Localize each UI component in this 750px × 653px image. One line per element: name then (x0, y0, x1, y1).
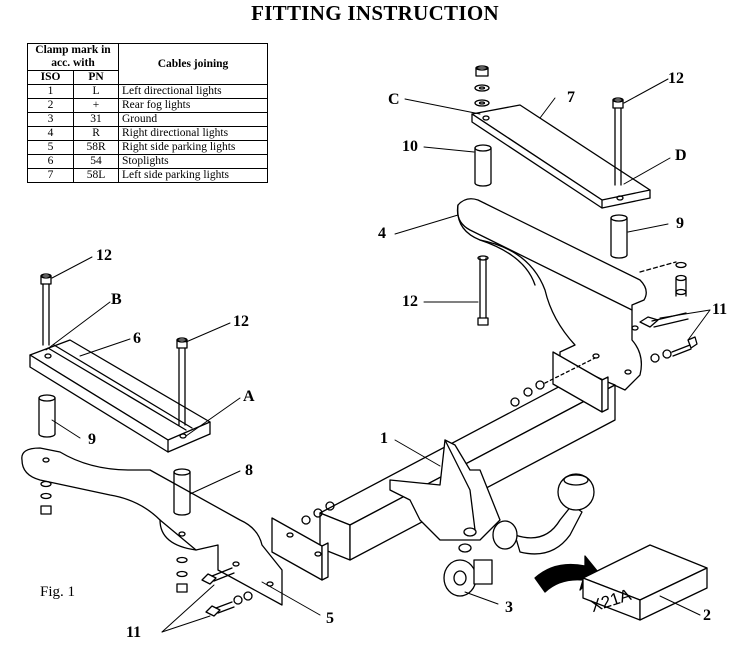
label-6: 6 (133, 330, 141, 347)
label-1: 1 (380, 430, 388, 447)
bottom-nuts-stack (176, 556, 188, 593)
leader-lines (45, 78, 711, 633)
label-9-left: 9 (88, 431, 96, 448)
label-8: 8 (245, 462, 253, 479)
label-10: 10 (402, 138, 418, 155)
left-nuts-stack (40, 480, 52, 515)
cable-joining-table: Clamp mark in acc. with Cables joining I… (26, 43, 268, 183)
label-12-middle-left: 12 (233, 313, 249, 330)
bracket-5-left (21, 447, 283, 606)
label-2: 2 (703, 607, 711, 624)
plate-7-right (471, 104, 651, 209)
right-bolt-stack-nuts (474, 65, 490, 107)
bolt-12-top-right (612, 97, 624, 186)
bolt-12-center (477, 255, 489, 326)
figure-caption: Fig. 1 (40, 584, 76, 600)
label-12-top-right: 12 (668, 70, 684, 87)
pn-header: PN (73, 70, 119, 85)
bolt-12-middle-left (176, 337, 188, 426)
spacer-9-right (610, 214, 628, 259)
label-3: 3 (505, 599, 513, 616)
label-b: B (111, 291, 122, 308)
label-5: 5 (326, 610, 334, 627)
label-11-right: 11 (712, 301, 728, 318)
crossbar-left-nuts (301, 501, 335, 525)
electrical-socket-3 (443, 527, 493, 597)
spacer-8 (173, 468, 191, 516)
ball-hitch-assembly (389, 439, 595, 555)
bolts-11-left (201, 567, 253, 617)
spacer-9-left (38, 394, 56, 438)
label-11-left: 11 (126, 624, 142, 641)
label-a: A (243, 388, 255, 405)
label-9-right: 9 (676, 215, 684, 232)
bolt-12-left (40, 273, 52, 346)
crossbar-right-nuts (510, 357, 596, 407)
box-2 (582, 544, 708, 621)
label-12-center: 12 (402, 293, 418, 310)
label-12-left: 12 (96, 247, 112, 264)
label-c: C (388, 91, 400, 108)
cables-joining-header: Cables joining (118, 43, 268, 85)
clamp-mark-header: Clamp mark in acc. with (27, 43, 119, 71)
right-nuts-stack (639, 261, 687, 297)
label-7: 7 (567, 89, 575, 106)
label-d: D (675, 147, 687, 164)
plate-6-left (29, 339, 211, 453)
label-4: 4 (378, 225, 386, 242)
page-title: FITTING INSTRUCTION (251, 1, 499, 25)
spacer-10 (474, 144, 492, 208)
bolts-11-right (639, 312, 698, 363)
